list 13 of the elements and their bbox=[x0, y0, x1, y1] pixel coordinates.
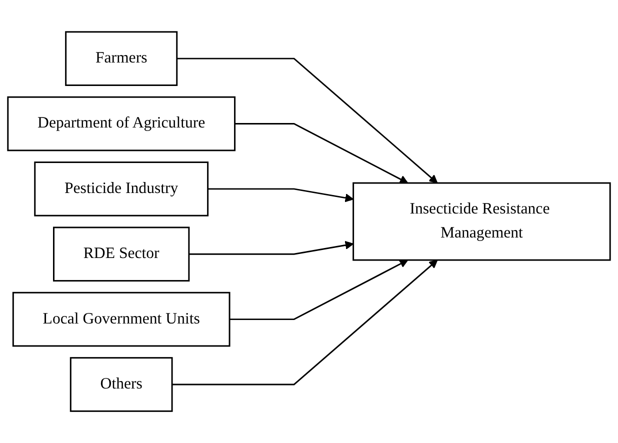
arrow bbox=[208, 188, 354, 202]
node-box: Department of Agriculture bbox=[7, 96, 236, 152]
arrow bbox=[230, 260, 408, 320]
node-box: Pesticide Industry bbox=[34, 162, 209, 216]
node-box: Others bbox=[70, 357, 173, 412]
arrow bbox=[176, 58, 438, 184]
node-box: Local Government Units bbox=[12, 292, 230, 347]
node-box: Insecticide Resistance Management bbox=[352, 182, 611, 261]
node-box: RDE Sector bbox=[53, 226, 190, 282]
arrow bbox=[188, 240, 354, 255]
arrow bbox=[172, 260, 438, 386]
arrow bbox=[234, 122, 408, 184]
node-box: Farmers bbox=[65, 31, 178, 86]
